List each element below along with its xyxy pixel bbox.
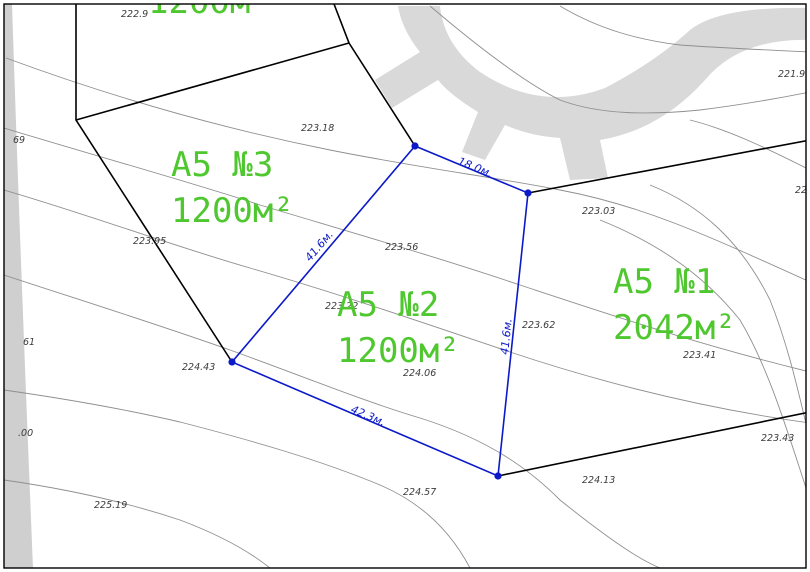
elevation-label: 69 <box>13 135 25 146</box>
plot-3-area: 1200м² <box>171 191 294 231</box>
plot-2-name: А5 №2 <box>337 285 439 325</box>
elevation-label: 61 <box>23 337 35 348</box>
elevation-label: 224.06 <box>403 368 436 379</box>
plot-1-area: 2042м² <box>613 308 736 348</box>
vertex-west[interactable] <box>228 358 236 366</box>
left-strip <box>4 4 33 568</box>
map-frame <box>3 3 807 569</box>
plot-3-name: А5 №3 <box>171 145 273 185</box>
road <box>375 6 806 180</box>
elevation-label: 224.43 <box>182 362 215 373</box>
spot-elevations: 222.9 221.9 223.18 69 223.03 22 223.95 2… <box>13 9 807 511</box>
elevation-label: 223.18 <box>301 123 334 134</box>
elevation-label: 223.56 <box>385 242 418 253</box>
elevation-label: 224.13 <box>582 475 615 486</box>
plot-1-name: А5 №1 <box>613 262 715 302</box>
dimension-north-edge: 18.0м. <box>456 155 495 181</box>
parcel-boundaries <box>75 4 806 477</box>
vertex-south-east[interactable] <box>494 472 502 480</box>
vertex-north-west[interactable] <box>411 142 419 150</box>
elevation-label: 221.9 <box>778 69 805 80</box>
elevation-label: 223.22 <box>325 301 358 312</box>
elevation-label: 225.19 <box>94 500 127 511</box>
elevation-label: 223.62 <box>522 320 555 331</box>
dimension-south-edge: 42.3м. <box>349 403 387 429</box>
elevation-label: 222.9 <box>121 9 148 20</box>
elevation-label: 22 <box>795 185 807 196</box>
elevation-label: 223.43 <box>761 433 794 444</box>
elevation-label: 223.03 <box>582 206 615 217</box>
elevation-label: 223.95 <box>133 236 166 247</box>
elevation-label: 223.41 <box>683 350 716 361</box>
contour-lines <box>4 5 806 568</box>
elevation-label: .00 <box>18 428 33 439</box>
vertex-north-east[interactable] <box>524 189 532 197</box>
parcel-labels: 1200м А5 №3 1200м² А5 №2 1200м² А5 №1 20… <box>148 0 736 371</box>
plot-top-area: 1200м <box>148 0 250 22</box>
elevation-label: 224.57 <box>403 487 436 498</box>
selected-parcel-boundary <box>228 142 532 480</box>
dimension-east-edge: 41.6м. <box>498 318 515 355</box>
plot-2-area: 1200м² <box>337 331 460 371</box>
